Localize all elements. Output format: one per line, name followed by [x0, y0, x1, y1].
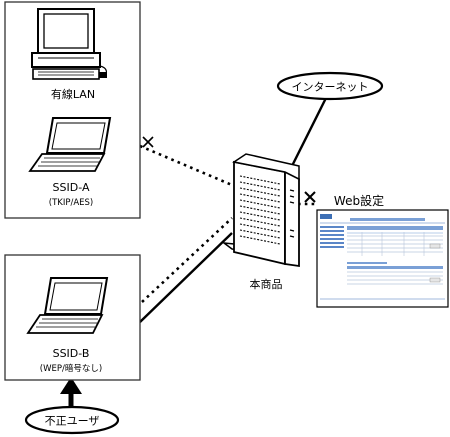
internet-ellipse — [276, 71, 384, 101]
web-settings-screen — [316, 209, 449, 308]
isolation-link — [139, 144, 233, 187]
ssid-b-security-label: (WEP/暗号なし) — [40, 363, 102, 374]
unauthorized-user-ellipse — [24, 405, 120, 435]
internet-link — [288, 95, 329, 171]
wired-lan-label: 有線LAN — [51, 87, 95, 101]
ssid-b-label: SSID-B — [53, 347, 90, 360]
internet-label: インターネット — [292, 81, 369, 94]
ssid-a-label: SSID-A — [53, 181, 90, 194]
router-icon — [221, 153, 300, 268]
unauthorized-arrow-head — [60, 377, 82, 394]
ssid-b-wireless-link — [141, 217, 233, 303]
unauthorized-user-label: 不正ユーザ — [45, 415, 100, 428]
laptop-a-icon — [28, 117, 112, 172]
product-label: 本商品 — [250, 277, 283, 291]
web-blocked-x-icon — [304, 191, 316, 203]
laptop-b-icon — [26, 277, 109, 334]
blocked-x-icon — [142, 136, 154, 148]
web-settings-label: Web設定 — [334, 193, 384, 208]
desktop-pc-icon — [31, 8, 107, 80]
ssid-b-link — [139, 232, 233, 323]
ssid-a-security-label: (TKIP/AES) — [49, 198, 93, 208]
